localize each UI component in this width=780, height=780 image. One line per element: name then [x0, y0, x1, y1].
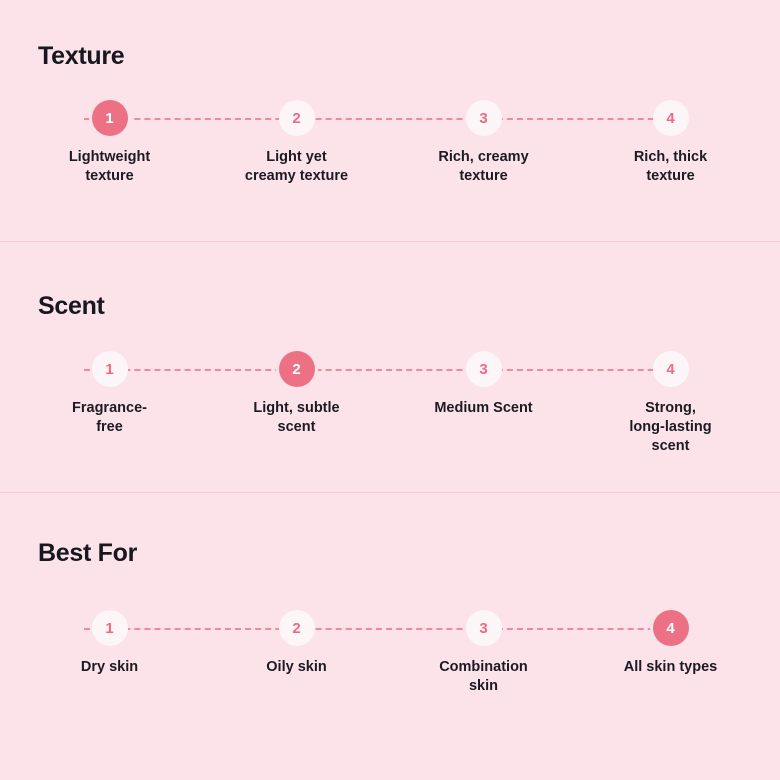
- scale-step-4[interactable]: 4 Strong, long-lasting scent: [577, 351, 764, 456]
- step-label: Combination skin: [439, 659, 528, 694]
- scale-step-1[interactable]: 1 Lightweight texture: [16, 100, 203, 186]
- step-label: Rich, creamy texture: [438, 149, 529, 184]
- scale-track-line: [84, 369, 684, 371]
- step-label: Strong, long-lasting scent: [629, 400, 712, 454]
- section-title-scent: Scent: [38, 292, 105, 320]
- step-number-bullet[interactable]: 2: [278, 610, 315, 646]
- scale-texture: 1 Lightweight texture 2 Light yet creamy…: [0, 100, 780, 186]
- scale-step-3[interactable]: 3 Combination skin: [390, 610, 577, 696]
- scale-steps: 1 Fragrance- free 2 Light, subtle scent …: [0, 351, 780, 456]
- scale-track-line: [84, 118, 684, 120]
- step-label: Fragrance- free: [72, 400, 147, 435]
- step-number-bullet[interactable]: 4: [652, 100, 689, 136]
- scale-track-line: [84, 628, 684, 630]
- step-number-bullet[interactable]: 3: [465, 610, 502, 646]
- scale-step-1[interactable]: 1 Dry skin: [16, 610, 203, 696]
- step-label: Rich, thick texture: [633, 149, 708, 184]
- step-label: Lightweight texture: [68, 149, 151, 184]
- step-label: Light, subtle scent: [253, 400, 340, 435]
- section-title-best-for: Best For: [38, 539, 138, 567]
- step-label: Light yet creamy texture: [244, 149, 349, 184]
- step-number-bullet[interactable]: 3: [465, 100, 502, 136]
- step-number-bullet[interactable]: 4: [652, 351, 689, 387]
- scale-best-for: 1 Dry skin 2 Oily skin 3 Combination ski…: [0, 610, 780, 696]
- scale-step-3[interactable]: 3 Rich, creamy texture: [390, 100, 577, 186]
- step-label: Oily skin: [266, 659, 327, 675]
- step-number-bullet[interactable]: 2: [278, 351, 315, 387]
- scale-step-1[interactable]: 1 Fragrance- free: [16, 351, 203, 456]
- step-number-bullet[interactable]: 1: [91, 610, 128, 646]
- scale-step-4[interactable]: 4 Rich, thick texture: [577, 100, 764, 186]
- scale-step-2[interactable]: 2 Light, subtle scent: [203, 351, 390, 456]
- scale-step-2[interactable]: 2 Light yet creamy texture: [203, 100, 390, 186]
- section-texture: Texture 1 Lightweight texture 2 Light ye…: [0, 0, 780, 241]
- scale-step-4[interactable]: 4 All skin types: [577, 610, 764, 696]
- section-scent: Scent 1 Fragrance- free 2 Light, subtle …: [0, 241, 780, 492]
- section-best-for: Best For 1 Dry skin 2 Oily skin 3 Combin…: [0, 492, 780, 780]
- section-title-texture: Texture: [38, 42, 125, 70]
- step-number-bullet[interactable]: 1: [91, 351, 128, 387]
- step-number-bullet[interactable]: 2: [278, 100, 315, 136]
- step-label: All skin types: [623, 659, 718, 675]
- step-label: Medium Scent: [434, 400, 533, 416]
- step-number-bullet[interactable]: 4: [652, 610, 689, 646]
- scale-step-2[interactable]: 2 Oily skin: [203, 610, 390, 696]
- scale-scent: 1 Fragrance- free 2 Light, subtle scent …: [0, 351, 780, 456]
- step-number-bullet[interactable]: 1: [91, 100, 128, 136]
- step-number-bullet[interactable]: 3: [465, 351, 502, 387]
- step-label: Dry skin: [80, 659, 139, 675]
- scale-steps: 1 Lightweight texture 2 Light yet creamy…: [0, 100, 780, 186]
- scale-step-3[interactable]: 3 Medium Scent: [390, 351, 577, 456]
- scale-steps: 1 Dry skin 2 Oily skin 3 Combination ski…: [0, 610, 780, 696]
